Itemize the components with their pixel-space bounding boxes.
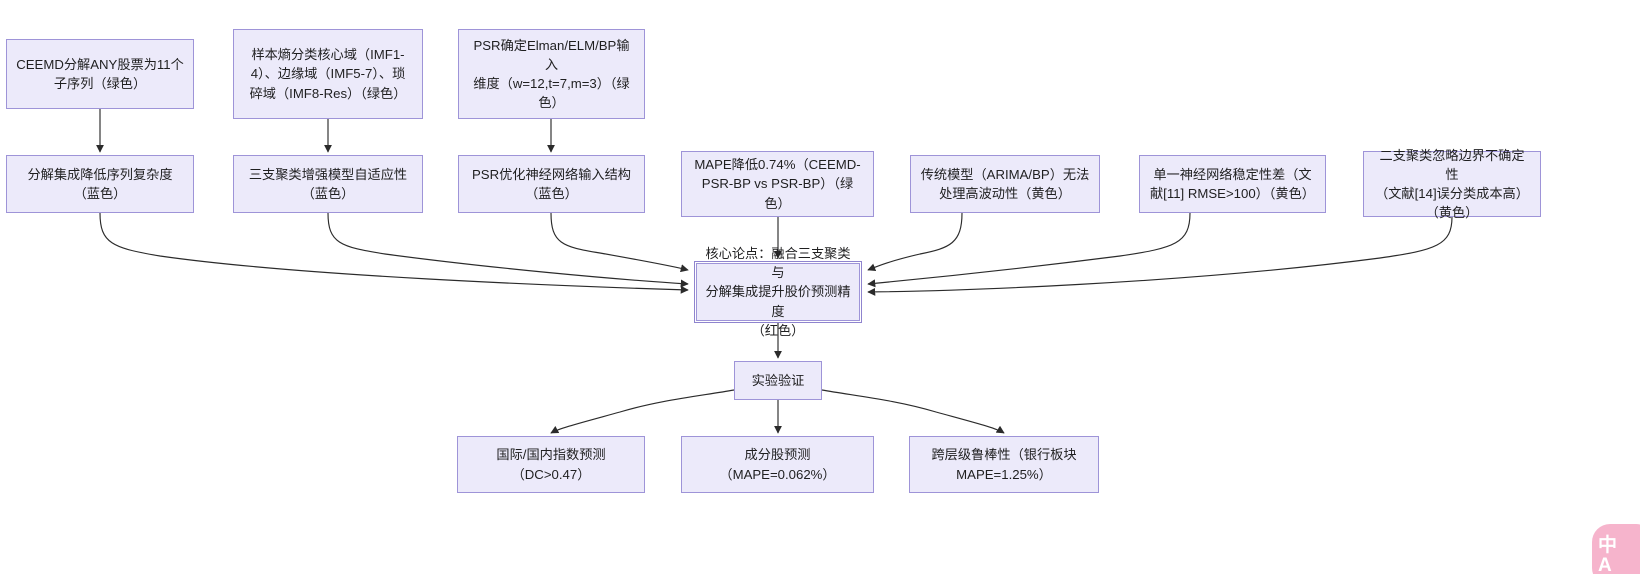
- edge-exp-r3: [821, 389, 1005, 434]
- watermark-badge: 中 A: [1592, 524, 1640, 574]
- node-label: PSR优化神经网络输入结构 （蓝色）: [472, 166, 631, 201]
- node-experiment-validation[interactable]: 实验验证: [734, 361, 822, 400]
- edge-n5-core: [327, 212, 689, 288]
- node-ceemd-decomposition[interactable]: CEEMD分解ANY股票为11个 子序列（绿色）: [6, 39, 194, 109]
- node-label: 国际/国内指数预测 （DC>0.47）: [496, 447, 606, 482]
- edge-n4-core: [99, 212, 689, 294]
- node-label: 核心论点：融合三支聚类与 分解集成提升股价预测精度 （红色）: [705, 246, 851, 338]
- node-label: 成分股预测 （MAPE=0.062%）: [719, 447, 836, 482]
- node-result-index-forecast[interactable]: 国际/国内指数预测 （DC>0.47）: [457, 436, 645, 493]
- node-label: PSR确定Elman/ELM/BP输入 维度（w=12,t=7,m=3）（绿 色…: [473, 37, 630, 111]
- node-label: CEEMD分解ANY股票为11个 子序列（绿色）: [16, 56, 184, 91]
- node-label: 三支聚类增强模型自适应性 （蓝色）: [248, 166, 408, 201]
- edge-n10-core: [867, 216, 1453, 296]
- watermark-label: 中 A: [1598, 535, 1618, 574]
- node-traditional-model-limitation[interactable]: 传统模型（ARIMA/BP）无法 处理高波动性（黄色）: [910, 155, 1100, 213]
- edge-exp-r1: [550, 389, 735, 434]
- node-label: 实验验证: [751, 372, 805, 388]
- node-single-nn-instability[interactable]: 单一神经网络稳定性差（文 献[11] RMSE>100）（黄色）: [1139, 155, 1326, 213]
- edge-n6-core: [550, 212, 689, 273]
- node-psr-optimizes-nn-structure[interactable]: PSR优化神经网络输入结构 （蓝色）: [458, 155, 645, 213]
- node-decomposition-reduces-complexity[interactable]: 分解集成降低序列复杂度 （蓝色）: [6, 155, 194, 213]
- node-psr-input-dimension[interactable]: PSR确定Elman/ELM/BP输入 维度（w=12,t=7,m=3）（绿 色…: [458, 29, 645, 119]
- node-label: 样本熵分类核心域（IMF1- 4）、边缘域（IMF5-7）、琐 碎域（IMF8-…: [249, 47, 407, 101]
- node-core-thesis[interactable]: 核心论点：融合三支聚类与 分解集成提升股价预测精度 （红色）: [694, 246, 862, 338]
- node-three-way-clustering-adaptivity[interactable]: 三支聚类增强模型自适应性 （蓝色）: [233, 155, 423, 213]
- node-mape-improvement-evidence[interactable]: MAPE降低0.74%（CEEMD- PSR-BP vs PSR-BP）（绿 色…: [681, 151, 874, 217]
- edge-n8-core: [867, 212, 963, 272]
- node-label: MAPE降低0.74%（CEEMD- PSR-BP vs PSR-BP）（绿 色…: [694, 157, 861, 211]
- node-label: 跨层级鲁棒性（银行板块 MAPE=1.25%）: [931, 447, 1077, 482]
- node-label: 分解集成降低序列复杂度 （蓝色）: [27, 166, 173, 201]
- node-label: 二支聚类忽略边界不确定性 （文献[14]误分类成本高） （黄色）: [1375, 147, 1529, 221]
- node-result-constituent-stock-forecast[interactable]: 成分股预测 （MAPE=0.062%）: [681, 436, 874, 493]
- node-sample-entropy-classification[interactable]: 样本熵分类核心域（IMF1- 4）、边缘域（IMF5-7）、琐 碎域（IMF8-…: [233, 29, 423, 119]
- node-result-cross-level-robustness[interactable]: 跨层级鲁棒性（银行板块 MAPE=1.25%）: [909, 436, 1099, 493]
- node-two-way-clustering-limitation[interactable]: 二支聚类忽略边界不确定性 （文献[14]误分类成本高） （黄色）: [1363, 148, 1541, 220]
- node-label: 单一神经网络稳定性差（文 献[11] RMSE>100）（黄色）: [1149, 166, 1315, 201]
- edge-n9-core: [867, 212, 1191, 288]
- node-label: 传统模型（ARIMA/BP）无法 处理高波动性（黄色）: [920, 166, 1090, 201]
